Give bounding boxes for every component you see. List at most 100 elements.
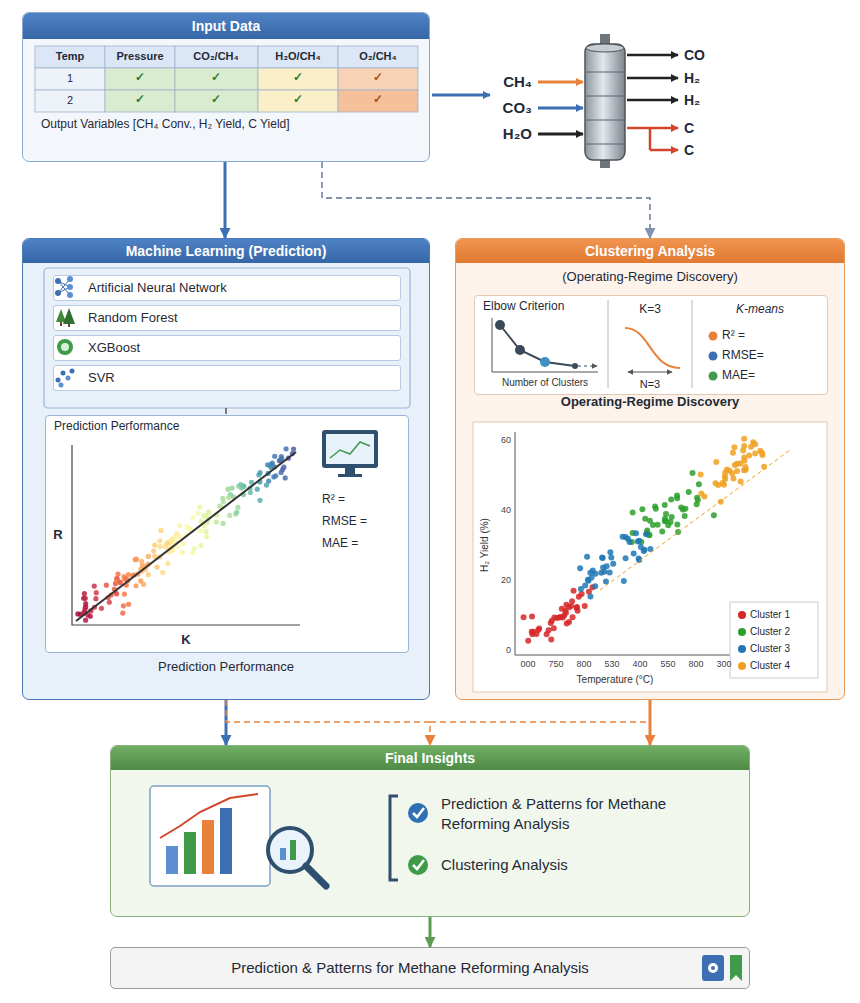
product-arrow <box>627 99 678 102</box>
feed-arrow <box>538 81 583 84</box>
cluster-point <box>607 549 613 555</box>
xgboost-icon <box>57 339 73 355</box>
reactor-feed-arrow <box>432 94 490 97</box>
parity-point <box>280 467 285 472</box>
legend-text: Cluster 2 <box>750 626 790 637</box>
cluster-point <box>731 444 737 450</box>
panel-header: Input Data <box>23 13 429 39</box>
cluster-point <box>752 451 758 457</box>
reactor-vessel <box>586 120 624 121</box>
parity-point <box>221 499 226 504</box>
legend-entry: Cluster 2 <box>738 626 790 637</box>
model-name: XGBoost <box>54 336 400 355</box>
cluster-point <box>698 472 704 478</box>
parity-point <box>192 546 197 551</box>
parity-point <box>83 618 88 623</box>
ann-icon <box>67 292 73 298</box>
summary-text: Prediction & Patterns for Methane Reform… <box>111 948 749 987</box>
insight-chart-icon <box>160 794 258 838</box>
parity-point <box>257 498 262 503</box>
model-item: SVR <box>53 365 401 391</box>
parity-point <box>169 538 174 543</box>
reactor-vessel <box>586 44 624 52</box>
cluster-point <box>546 627 552 633</box>
parity-point <box>235 505 240 510</box>
flow-arrow <box>224 162 227 238</box>
parity-point <box>133 583 138 588</box>
product-arrow <box>627 127 678 130</box>
insight-item: Prediction & Patterns for Methane Reform… <box>401 790 731 840</box>
elbow-chart <box>492 318 598 372</box>
svr-icon <box>59 383 64 388</box>
cluster-point <box>582 603 588 609</box>
cluster-point <box>730 450 736 456</box>
cluster-point <box>643 531 649 537</box>
cluster-point <box>633 530 639 536</box>
parity-point <box>92 583 97 588</box>
insight-chart-icon <box>220 808 232 874</box>
axis-label: 000 <box>520 659 535 669</box>
metric-label: K=3 <box>639 303 661 317</box>
cluster-point <box>600 555 606 561</box>
cluster-point <box>659 528 665 534</box>
cluster-point <box>639 506 645 512</box>
box-title: Prediction Performance <box>46 416 408 436</box>
legend-swatch <box>738 628 746 636</box>
cluster-point <box>521 614 527 620</box>
axis-label: 800 <box>688 659 703 669</box>
cluster-point <box>647 518 653 524</box>
insight-chart-icon <box>290 840 296 860</box>
parity-point <box>120 610 125 615</box>
legend-text: Cluster 4 <box>750 660 790 671</box>
parity-point <box>198 543 203 548</box>
parity-point <box>206 510 211 515</box>
parity-point <box>139 559 144 564</box>
parity-point <box>160 570 165 575</box>
cluster-point <box>574 605 580 611</box>
parity-point <box>291 446 296 451</box>
parity-point <box>180 550 185 555</box>
insight-chart-icon <box>280 848 286 860</box>
parity-point <box>238 482 243 487</box>
cluster-plot <box>473 422 827 692</box>
parity-point <box>234 510 239 515</box>
cluster-point <box>525 638 531 644</box>
metric-label: N=3 <box>640 378 661 391</box>
cluster-point <box>530 629 536 635</box>
species-label: C <box>684 142 694 158</box>
data-table <box>258 46 338 68</box>
parity-point <box>264 482 269 487</box>
cluster-point <box>529 614 535 620</box>
data-table <box>35 68 105 90</box>
parity-point <box>126 602 131 607</box>
monitor-icon <box>322 430 378 477</box>
model-item: Artificial Neural Network <box>53 275 401 301</box>
parity-point <box>158 528 163 533</box>
flow-arrow <box>429 917 432 947</box>
summary-box: Prediction & Patterns for Methane Reform… <box>110 947 750 989</box>
parity-point <box>82 591 87 596</box>
model-list-frame <box>225 408 227 414</box>
species-label: CO₃ <box>503 99 532 116</box>
panel-header: Machine Learning (Prediction) <box>23 239 429 263</box>
bracket <box>390 796 398 880</box>
cluster-point <box>759 450 765 456</box>
data-table <box>105 90 175 112</box>
axis-label: 60 <box>501 435 511 445</box>
legend-swatch <box>738 662 746 670</box>
svr-icon <box>66 376 71 381</box>
parity-point <box>272 454 277 459</box>
data-table <box>175 46 258 68</box>
svr-icon <box>70 369 75 374</box>
footer-icon <box>702 955 742 981</box>
ann-icon <box>55 278 61 284</box>
cluster-point <box>601 569 607 575</box>
cluster-point <box>740 447 746 453</box>
parity-point <box>88 614 93 619</box>
model-name: Random Forest <box>54 306 400 325</box>
footer-icon <box>708 963 718 973</box>
cluster-point <box>566 619 572 625</box>
parity-point <box>154 564 159 569</box>
data-table <box>35 46 105 68</box>
